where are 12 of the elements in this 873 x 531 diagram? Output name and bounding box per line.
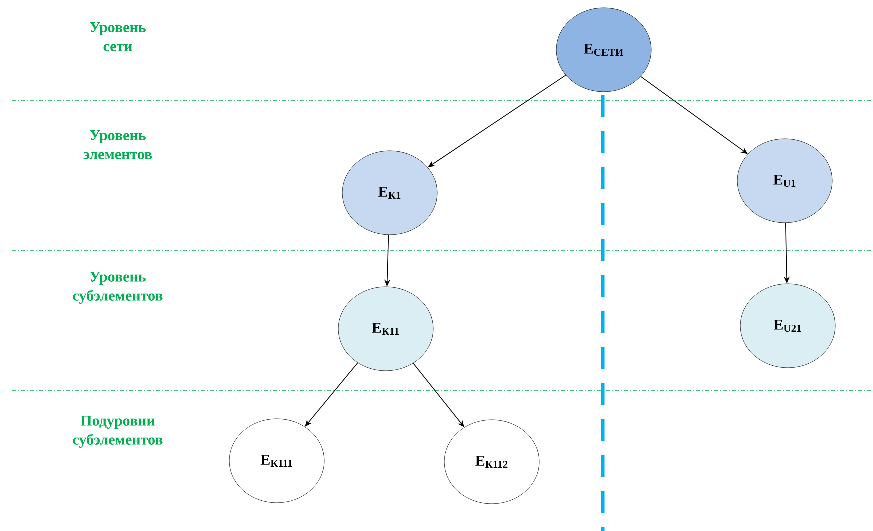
level-label: Уровень элементов: [84, 130, 152, 160]
arrow: [305, 362, 358, 427]
circle-node: E$_{К11}$: [338, 286, 434, 372]
circle-node: E$_{К111}$: [229, 418, 325, 504]
level-label: Уровень сети: [90, 22, 146, 52]
circle-node: E$_{К112}$: [444, 420, 540, 504]
circle-node: E$_{К1}$: [342, 150, 438, 236]
circle-node: E$_{СЕТИ}$: [556, 8, 652, 92]
level-label: Уровень субэлементов: [73, 272, 163, 304]
circle-node: E$_{U21}$: [740, 284, 836, 368]
level-label: Подуровни субэлементов: [73, 416, 163, 448]
circle-node: E$_{U1}$: [737, 138, 833, 224]
